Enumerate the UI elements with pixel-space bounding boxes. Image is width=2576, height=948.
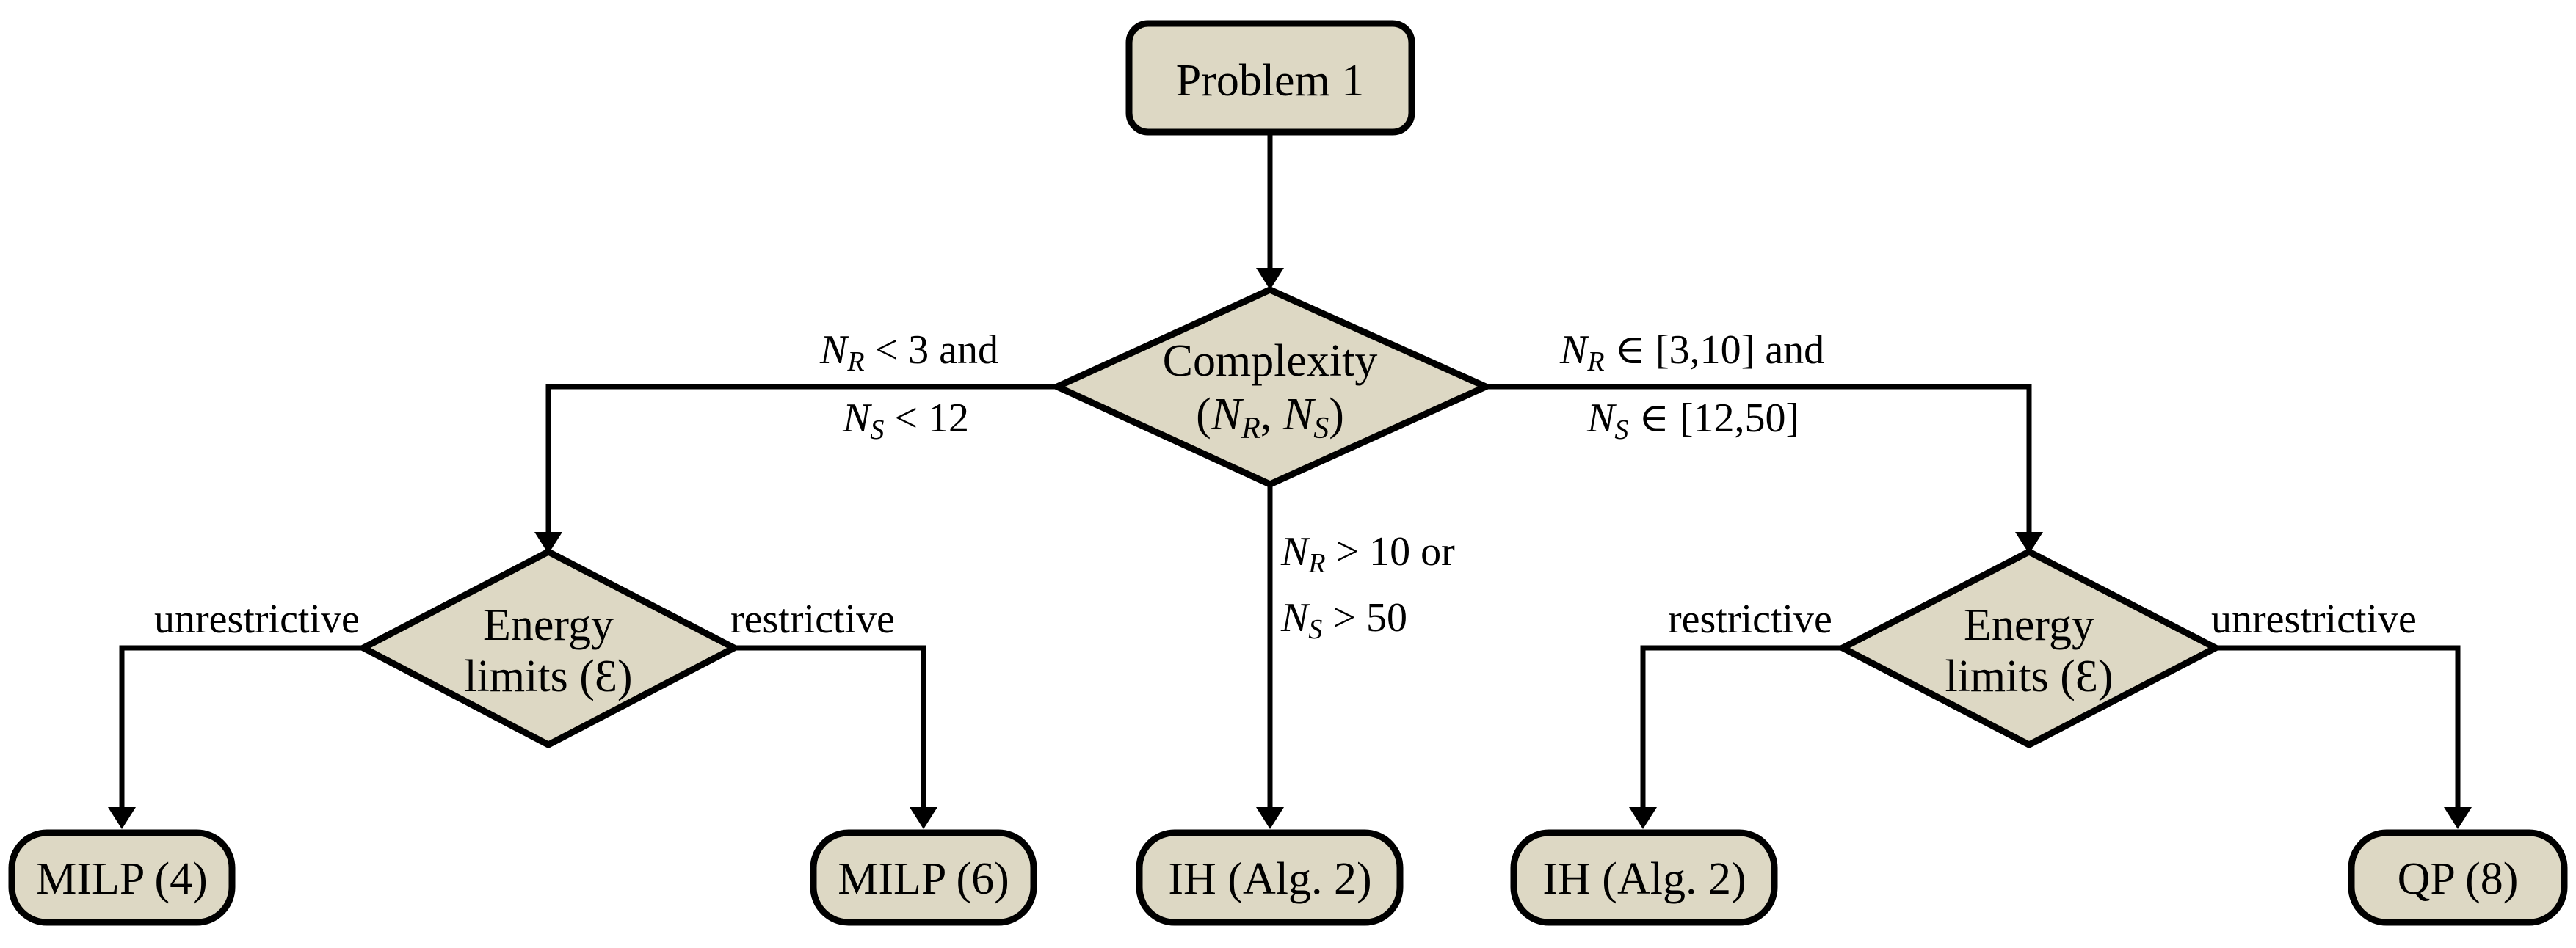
edge-energy-right-to-qp8 — [2216, 645, 2461, 811]
label-left-cond-line1: NR < 3 and — [819, 327, 998, 377]
arrowhead-energy-right — [2015, 532, 2043, 554]
label-left-cond-line2: NS < 12 — [842, 395, 969, 445]
node-milp4: MILP (4) — [8, 829, 236, 926]
arrowhead-complexity — [1256, 268, 1284, 290]
label-right-cond-line2: NS ∈ [12,50] — [1586, 395, 1799, 445]
edge-energy-left-to-milp6 — [734, 645, 926, 811]
label-left-restrictive: restrictive — [730, 597, 895, 642]
node-milp6-label: MILP (6) — [838, 854, 1009, 904]
node-energy-right-line1: Energy — [1964, 600, 2094, 650]
arrowhead-energy-left — [534, 532, 562, 554]
node-energy-right: Energy limits (Ɛ) — [1835, 547, 2223, 749]
arrowhead-ih-center — [1256, 807, 1284, 829]
label-center-cond-line1: NR > 10 or — [1280, 529, 1455, 579]
edge-energy-left-to-milp4 — [119, 645, 363, 811]
node-problem: Problem 1 — [1125, 20, 1415, 136]
node-qp8-label: QP (8) — [2398, 854, 2519, 904]
node-complexity-line1: Complexity — [1163, 336, 1378, 386]
label-right-cond-line1: NR ∈ [3,10] and — [1559, 327, 1824, 377]
edge-labels: NR < 3 and NS < 12 NR ∈ [3,10] and NS ∈ … — [154, 327, 2417, 645]
edges — [108, 134, 2472, 829]
node-energy-right-line2: limits (Ɛ) — [1945, 652, 2113, 701]
node-complexity: Complexity (NR, NS) — [1049, 286, 1494, 488]
node-milp4-label: MILP (4) — [36, 854, 208, 904]
node-energy-left-line2: limits (Ɛ) — [464, 652, 632, 701]
node-energy-left: Energy limits (Ɛ) — [356, 547, 741, 749]
node-ih-center-label: IH (Alg. 2) — [1168, 854, 1371, 904]
edge-energy-right-to-ih-right — [1640, 645, 1843, 811]
edge-complexity-to-energy-right — [1486, 384, 2032, 536]
node-ih-center: IH (Alg. 2) — [1136, 829, 1404, 926]
label-right-unrestrictive: unrestrictive — [2211, 597, 2417, 642]
node-ih-right: IH (Alg. 2) — [1510, 829, 1778, 926]
node-problem-label: Problem 1 — [1176, 56, 1365, 106]
arrowhead-ih-right — [1629, 807, 1657, 829]
node-qp8: QP (8) — [2348, 829, 2568, 926]
node-ih-right-label: IH (Alg. 2) — [1542, 854, 1746, 904]
node-milp6: MILP (6) — [810, 829, 1037, 926]
arrowhead-milp6 — [910, 807, 937, 829]
edge-complexity-to-energy-left — [545, 384, 1057, 536]
node-complexity-line2: (NR, NS) — [1196, 390, 1344, 445]
arrowhead-qp8 — [2444, 807, 2472, 829]
label-left-unrestrictive: unrestrictive — [154, 597, 360, 642]
label-right-restrictive: restrictive — [1668, 597, 1832, 642]
node-energy-left-line1: Energy — [483, 600, 614, 650]
arrowhead-milp4 — [108, 807, 136, 829]
label-center-cond-line2: NS > 50 — [1280, 595, 1407, 645]
